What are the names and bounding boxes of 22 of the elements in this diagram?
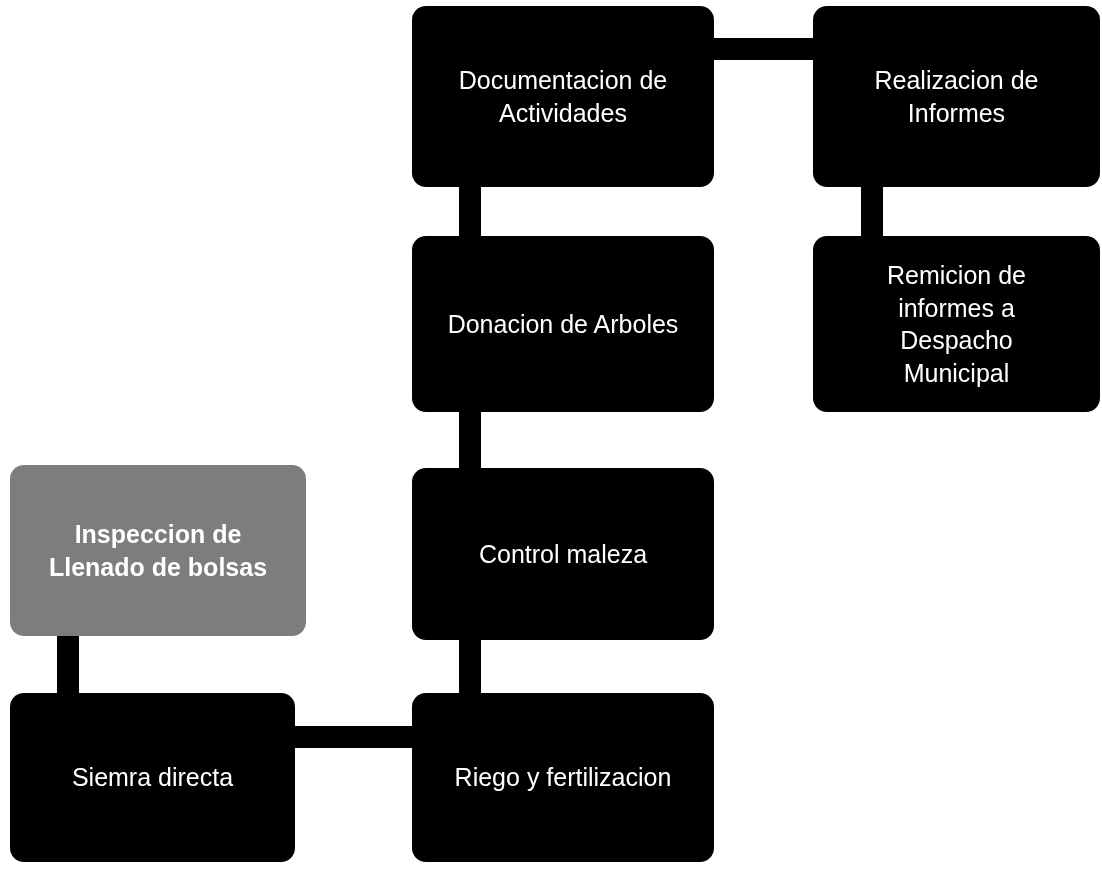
process-box — [10, 465, 306, 636]
box-label: Documentacion de Actividades — [457, 65, 669, 129]
connector-bar — [459, 187, 481, 236]
process-box — [412, 6, 714, 187]
process-box — [813, 6, 1100, 187]
connector-bar — [459, 640, 481, 693]
box-label: Realizacion de Informes — [873, 65, 1040, 129]
process-box — [10, 693, 295, 862]
process-box — [412, 468, 714, 640]
box-label: Donacion de Arboles — [447, 308, 679, 340]
process-box — [412, 236, 714, 412]
connector-bar — [57, 636, 79, 693]
connector-bar — [459, 412, 481, 468]
box-label: Inspeccion de Llenado de bolsas — [47, 519, 269, 583]
box-label: Control maleza — [478, 538, 648, 570]
process-box — [813, 236, 1100, 412]
box-label: Siemra directa — [71, 762, 234, 794]
box-label: Remicion de informes a Despacho Municipal — [886, 260, 1027, 389]
process-box — [412, 693, 714, 862]
box-label: Riego y fertilizacion — [454, 762, 672, 794]
connector-bar — [714, 38, 813, 60]
connector-bar — [295, 726, 412, 748]
